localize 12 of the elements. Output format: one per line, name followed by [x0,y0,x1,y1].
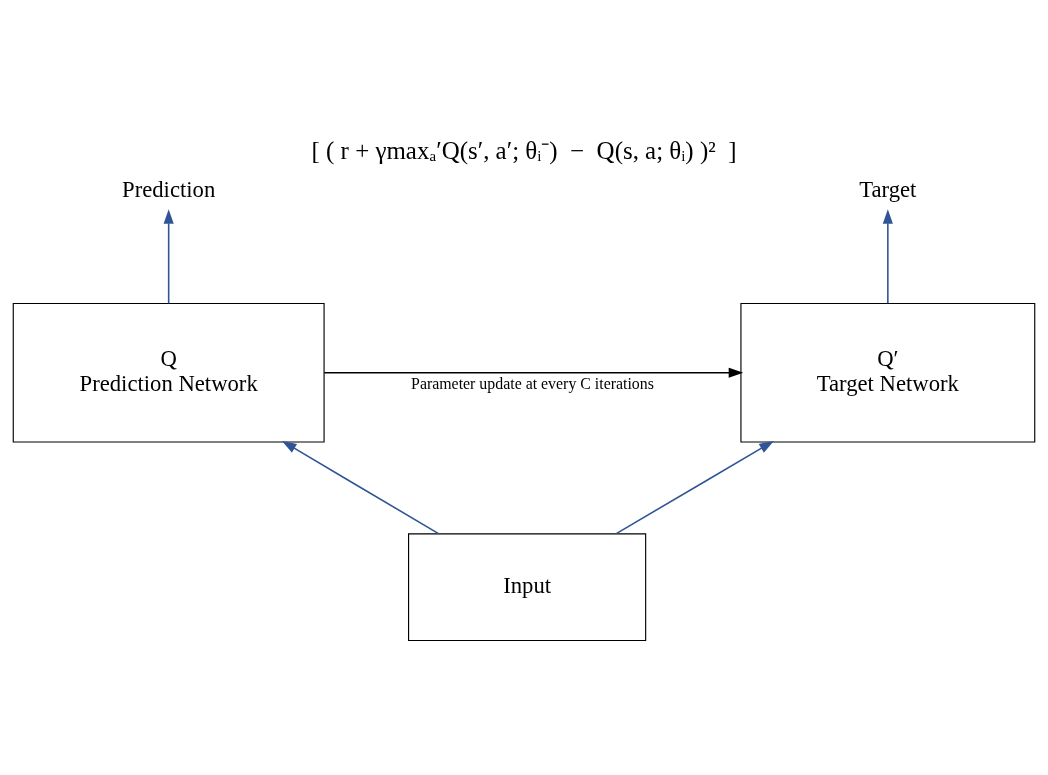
arrow [615,440,774,535]
diagram-title: [ ( r + γmaxₐ′Q(s′, a′; θᵢ⁻) − Q(s, a; θᵢ) )² ] [311,137,737,165]
edge-label: Parameter update at every C iterations [411,374,654,392]
arrow [323,367,744,378]
node-text: Target [859,176,917,202]
arrow [163,209,174,305]
node-text: Prediction [122,176,216,202]
arrow [281,440,440,535]
node-box: Q Prediction Network [12,303,325,443]
node-box: Q′ Target Network [740,303,1036,443]
node-box: Input [408,533,647,642]
arrow [882,209,893,305]
